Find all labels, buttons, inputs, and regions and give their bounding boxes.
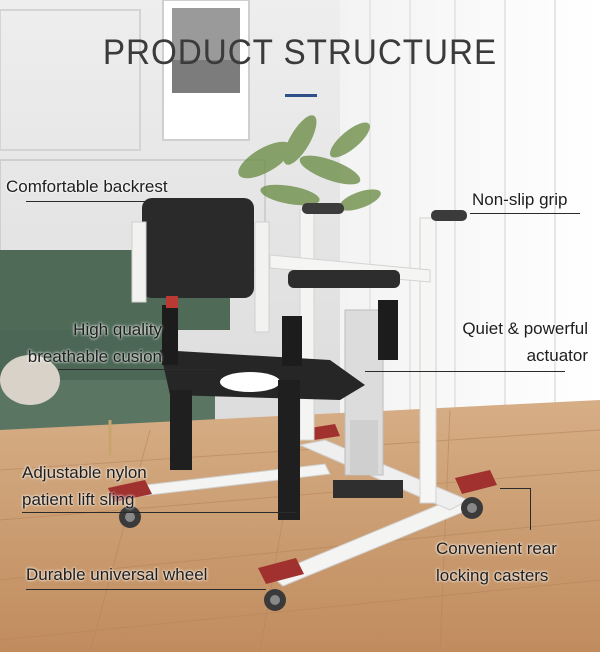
callout-wheel-text: Durable universal wheel <box>26 565 208 584</box>
callout-actuator-line1: Quiet & powerful <box>462 319 588 338</box>
callout-backrest-text: Comfortable backrest <box>6 177 168 196</box>
callout-sling-line2: patient lift sling <box>22 490 135 509</box>
leader-casters-horizontal <box>500 488 530 489</box>
callout-sling-line1: Adjustable nylon <box>22 463 147 482</box>
title-underline <box>285 94 317 97</box>
callout-casters-line1: Convenient rear <box>436 539 557 558</box>
callout-actuator: Quiet & powerful actuator <box>420 315 588 369</box>
callout-wheel: Durable universal wheel <box>26 561 207 588</box>
callout-actuator-line2: actuator <box>526 346 588 365</box>
callout-cushion-line2: breathable cusion <box>27 347 162 366</box>
page-title: PRODUCT STRUCTURE <box>102 33 498 72</box>
callout-casters-line2: locking casters <box>436 566 549 585</box>
callout-sling: Adjustable nylon patient lift sling <box>22 459 147 513</box>
leader-cushion <box>58 369 218 370</box>
callout-casters: Convenient rear locking casters <box>436 535 557 589</box>
leader-grip <box>470 213 580 214</box>
leader-wheel <box>26 589 266 590</box>
callout-grip-text: Non-slip grip <box>472 190 568 209</box>
callout-cushion: High quality breathable cusion <box>6 316 162 370</box>
callout-grip: Non-slip grip <box>472 186 567 213</box>
leader-backrest <box>26 201 166 202</box>
callout-backrest: Comfortable backrest <box>6 173 168 200</box>
leader-sling <box>22 512 297 513</box>
callout-cushion-line1: High quality <box>73 320 162 339</box>
leader-casters-vertical <box>530 488 531 530</box>
leader-actuator <box>365 371 565 372</box>
